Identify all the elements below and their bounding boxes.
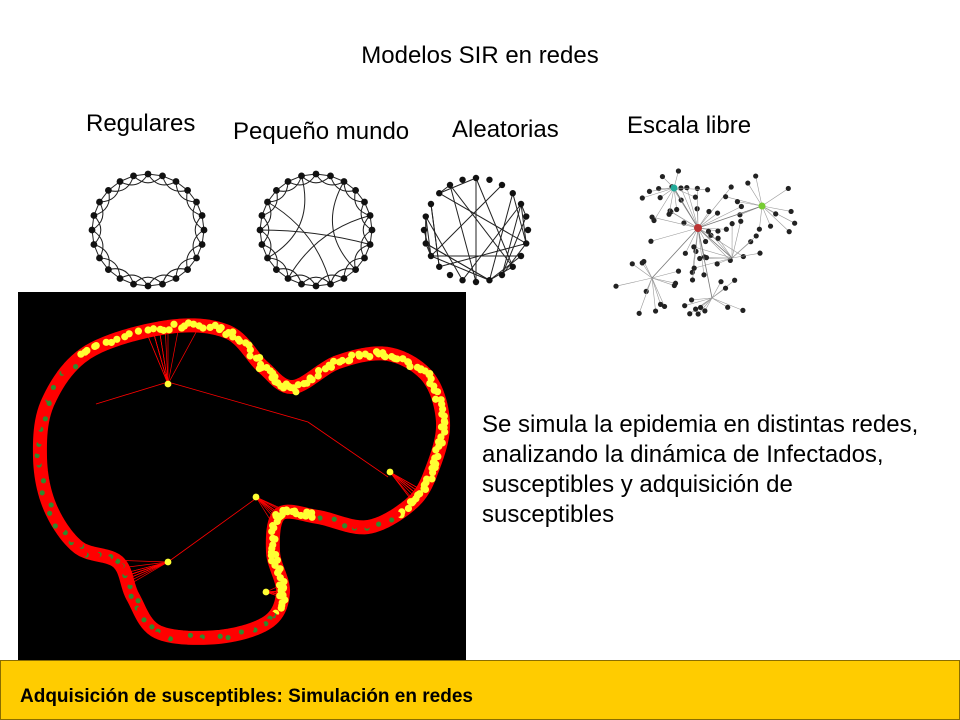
scale-free-network-icon [613,168,798,317]
footer-bar [0,660,960,720]
regular-ring-network-icon [88,170,208,290]
random-network-icon [420,174,532,286]
label-small-world: Pequeño mundo [233,118,410,145]
description-text: Se simula la epidemia en distintas redes… [482,411,919,528]
label-regular: Regulares [86,110,196,137]
slide-title: Modelos SIR en redes [361,42,599,69]
small-world-network-icon [256,170,376,290]
network-simulation-image [18,292,466,668]
label-scale-free: Escala libre [627,112,752,139]
footer-title: Adquisición de susceptibles: Simulación … [20,686,473,707]
label-random: Aleatorias [452,116,559,143]
